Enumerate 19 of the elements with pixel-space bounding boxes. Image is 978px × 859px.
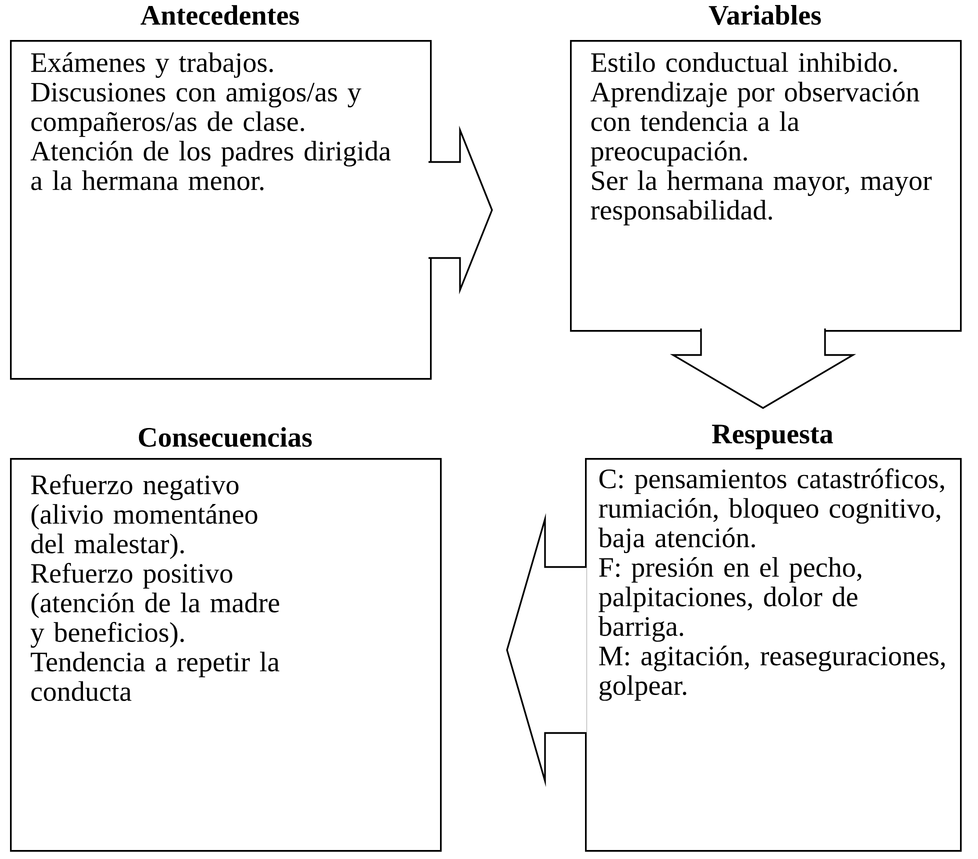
box-text: Discusiones con amigos/as y compañeros/as de clase. [31, 82, 362, 137]
box-text: Ser la hermana mayor, mayor responsabilidad. [590, 170, 932, 226]
box-text: Atención de los padres dirigida a la hermana menor. [30, 140, 391, 190]
box-text: Refuerzo negativo (alivio momentáneo del malestar). [31, 474, 258, 560]
block-arrow [506, 513, 588, 787]
box-heading: Variables [708, 5, 821, 25]
box-text: Refuerzo positivo (atención de la madre y beneficios). [30, 562, 280, 648]
block-arrow [670, 328, 856, 409]
box-text: Exámenes y trabajos. [31, 52, 273, 78]
box-text: M: agitación, reaseguraciones, golpear. [599, 646, 945, 701]
box-text: F: presión en el pecho, palpitaciones, dolor de barriga. [598, 557, 862, 642]
box-heading: Consecuencias [138, 427, 312, 447]
box-heading: Respuesta [712, 424, 833, 450]
block-arrow [428, 126, 493, 294]
box-text: Aprendizaje por observación con tendencia a la preocupación. [590, 82, 920, 166]
box-heading: Antecedentes [140, 5, 299, 25]
box-text: Estilo conductual inhibido. [591, 52, 897, 72]
box-text: Tendencia a repetir la conducta [30, 652, 280, 701]
box-text: C: pensamientos catastróficos, rumiación, bloqueo cognitivo, baja atención. [598, 468, 944, 554]
